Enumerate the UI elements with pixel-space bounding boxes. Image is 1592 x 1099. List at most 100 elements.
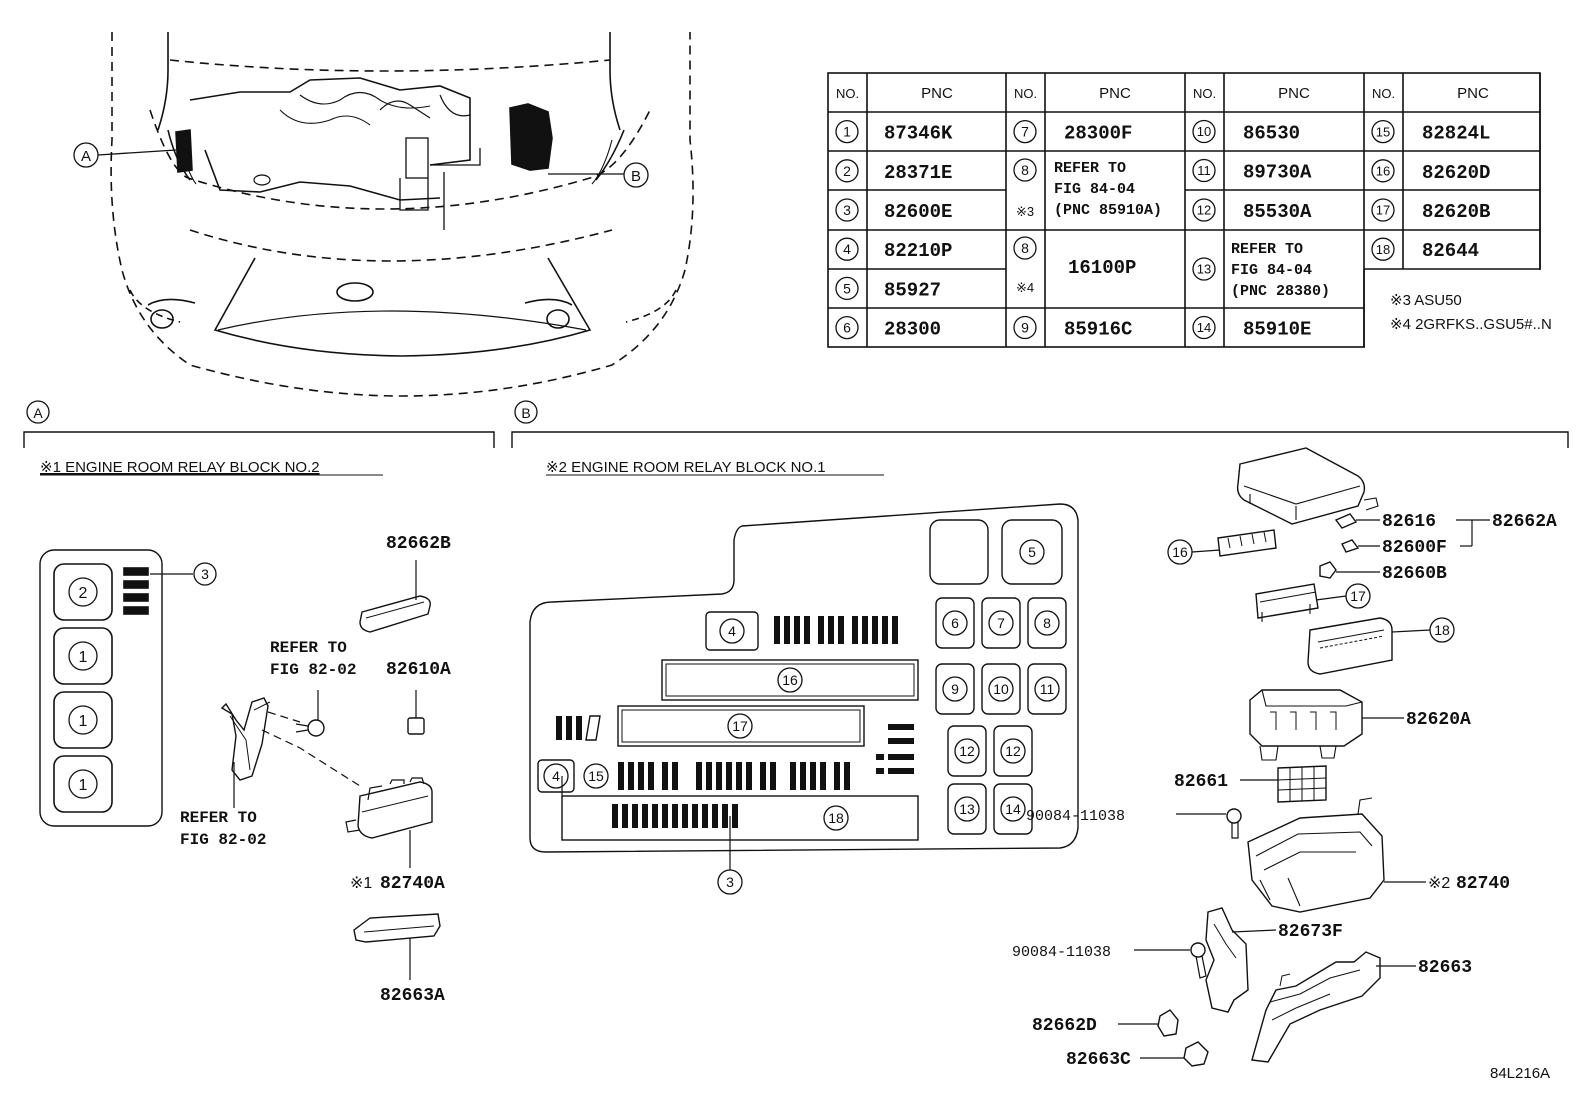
table-no-circle: 8 [1013,236,1037,260]
table-header-no: NO. [1372,86,1395,101]
table-no-circle: 14 [1192,315,1216,340]
table-pnc-line: (PNC 28380) [1231,283,1330,300]
label-82663: 82663 [1418,958,1472,978]
table-pnc: 85530A [1243,201,1312,223]
car-overview-illustration [97,32,694,397]
svg-text:11: 11 [1040,681,1055,697]
table-pnc: 82210P [884,240,952,262]
table-header-no: NO. [836,86,859,101]
svg-text:9: 9 [951,681,959,697]
table-pnc: 82600E [884,201,952,223]
table-header-pnc: PNC [1457,85,1489,102]
svg-text:17: 17 [1350,588,1366,604]
section-a-labels: 82662B REFER TO FIG 82-02 82610A REFER T… [180,534,451,1006]
table-header-no: NO. [1193,86,1216,101]
svg-text:5: 5 [1028,544,1036,560]
svg-text:2: 2 [79,585,88,602]
block2-pointer-circle: 3 [193,562,217,586]
exploded-circle-17: 17 [1345,583,1371,609]
pnc-table [827,72,1541,348]
block2-position-circle: 1 [68,769,98,799]
part-82740a-illustration [345,777,433,868]
label-82673f: 82673F [1278,922,1343,942]
block1-position-circle: 10 [988,676,1014,702]
label-82616: 82616 [1382,512,1436,532]
block2-position-circle: 1 [68,705,98,735]
label-82740a-mark: ※1 [350,875,372,892]
svg-text:16: 16 [1376,163,1390,178]
svg-text:8: 8 [1021,240,1029,256]
block1-position-circle: 16 [777,667,803,693]
svg-text:8: 8 [1021,162,1029,178]
block1-position-circle: 15 [583,763,609,789]
label-82660b: 82660B [1382,564,1447,584]
note-2grfks: ※4 2GRFKS..GSU5#..N [1390,316,1552,333]
part-82663a-illustration [353,913,441,980]
label-82662b: 82662B [386,534,451,554]
svg-text:7: 7 [1021,124,1029,140]
table-no-circle: 8 [1013,158,1037,182]
table-pnc-line: REFER TO [1231,241,1303,258]
svg-text:10: 10 [993,681,1009,697]
table-mark: ※3 [1016,204,1034,219]
label-bolt-1: 90084-11038 [1026,808,1125,825]
table-no-circle: 11 [1192,158,1216,183]
block1-position-circle: 8 [1034,610,1060,636]
label-82663a: 82663A [380,986,445,1006]
svg-text:9: 9 [1021,320,1029,336]
svg-text:B: B [631,168,641,185]
relay-block-1-outline [529,503,1079,870]
svg-text:15: 15 [588,768,604,784]
table-pnc-line: (PNC 85910A) [1054,202,1162,219]
table-pnc: 82620D [1422,162,1490,184]
table-header-pnc: PNC [921,85,953,102]
svg-text:5: 5 [843,280,851,296]
block1-position-circle: 12 [954,738,980,764]
table-mark: ※4 [1016,280,1034,295]
label-bolt-2: 90084-11038 [1012,944,1111,961]
table-no-circle: 16 [1371,159,1395,183]
table-no-circle: 10 [1192,119,1216,144]
block1-position-circle: 11 [1034,676,1060,702]
table-no-circle: 12 [1192,198,1216,222]
exploded-parts-illustration [1118,447,1490,1067]
relay-block-2-outline [39,549,193,827]
table-header-no: NO. [1014,86,1037,101]
table-pnc-line: FIG 84-04 [1054,181,1135,198]
svg-text:17: 17 [732,718,748,734]
svg-text:16: 16 [1172,544,1188,560]
table-no-circle: 3 [835,198,859,222]
svg-text:13: 13 [959,801,975,817]
table-no-circle: 7 [1013,119,1037,144]
svg-text:2: 2 [843,163,851,179]
label-82661: 82661 [1174,772,1228,792]
table-no-circle: 17 [1371,198,1395,222]
svg-text:18: 18 [828,810,844,826]
section-a-title: ※1 ENGINE ROOM RELAY BLOCK NO.2 [40,459,320,476]
svg-text:B: B [521,405,530,421]
svg-text:14: 14 [1005,801,1021,817]
svg-text:A: A [33,405,43,421]
svg-text:8: 8 [1043,615,1051,631]
svg-text:12: 12 [1005,743,1021,759]
label-82740a: 82740A [380,874,445,894]
block1-position-circle: 7 [988,610,1014,636]
svg-text:6: 6 [843,320,851,336]
svg-text:18: 18 [1376,242,1390,257]
block1-position-circle: 18 [823,805,849,831]
block1-position-circle: 12 [1000,738,1026,764]
table-pnc: 28300 [884,319,941,341]
table-pnc: 28371E [884,162,952,184]
table-no-circle: 6 [835,315,859,340]
svg-text:6: 6 [951,615,959,631]
table-no-circle: 5 [835,276,859,301]
block1-position-circle: 13 [954,796,980,822]
callout-a-top: A [73,142,99,168]
svg-text:1: 1 [843,124,851,140]
section-b-header: B [511,400,1569,448]
block2-position-circle: 1 [68,641,98,671]
table-pnc: 85910E [1243,319,1311,341]
table-no-circle: 9 [1013,315,1037,340]
